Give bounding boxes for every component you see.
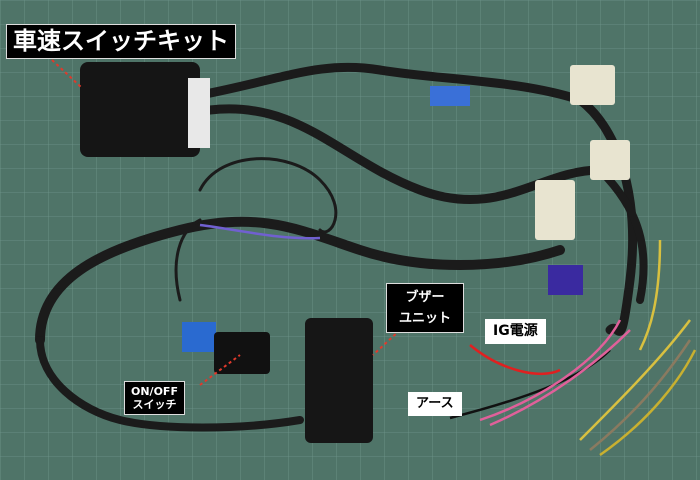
on-off-switch bbox=[182, 322, 270, 374]
label-buzzer-line1: ブザー bbox=[405, 290, 445, 305]
label-speed-switch-kit: 車速スイッチキット bbox=[6, 24, 236, 59]
buzzer-unit bbox=[305, 318, 373, 443]
label-on-off-switch: ON/OFF スイッチ bbox=[124, 381, 185, 416]
connectors bbox=[535, 65, 630, 240]
label-buzzer-line2: ユニット bbox=[399, 310, 452, 326]
fuse-holder bbox=[430, 86, 470, 106]
label-switch-line2: スイッチ bbox=[132, 398, 177, 412]
label-earth: アース bbox=[408, 392, 462, 416]
label-ig-power: IG電源 bbox=[485, 319, 546, 344]
label-buzzer-unit: ブザー ユニット bbox=[386, 283, 465, 334]
fuse bbox=[548, 265, 583, 295]
wire-harness bbox=[35, 62, 648, 432]
callout-arrows bbox=[51, 59, 401, 386]
label-switch-line1: ON/OFF bbox=[131, 385, 178, 398]
wires bbox=[199, 223, 697, 457]
control-unit bbox=[80, 62, 210, 157]
